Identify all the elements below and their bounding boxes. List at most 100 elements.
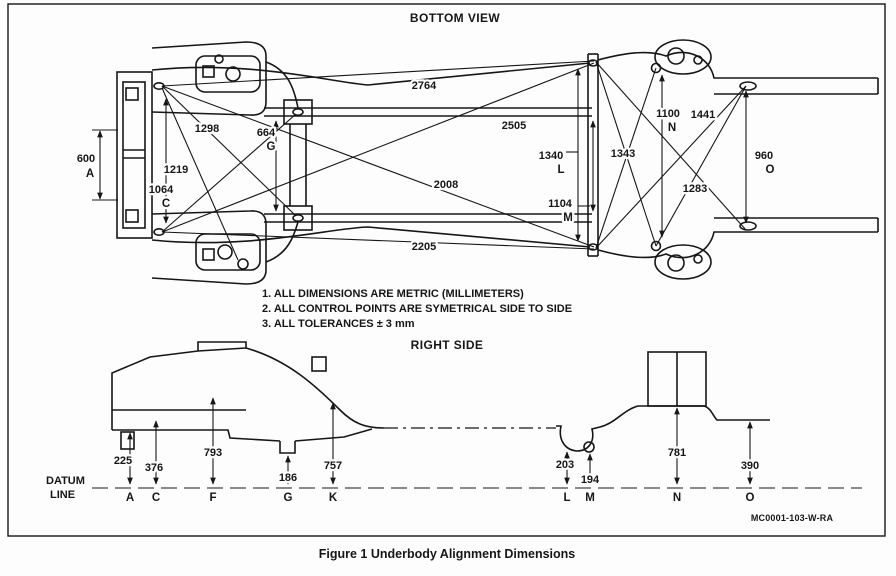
- wheel-housing-hole: [667, 254, 685, 272]
- notes-block: 1. ALL DIMENSIONS ARE METRIC (MILLIMETER…: [262, 288, 572, 330]
- upper-cross-hole-small: [214, 54, 224, 64]
- rear-body-bottom: [597, 231, 878, 259]
- hub-control-point: [650, 62, 662, 74]
- height-label-k: 757: [324, 460, 342, 472]
- dim-label-1100: 1100: [656, 108, 680, 120]
- point-label-o: O: [766, 164, 775, 176]
- body-edge-top: [151, 62, 591, 86]
- side-view-dimension-lines: [92, 397, 862, 489]
- g-point-notch: [279, 441, 296, 454]
- note-3: 3. ALL TOLERANCES ± 3 mm: [262, 318, 415, 330]
- wheel-housing-hole: [667, 47, 685, 65]
- height-label-a: 225: [114, 455, 132, 467]
- front-frame-hole-top: [125, 87, 139, 101]
- doc-code: MC0001-103-W-RA: [751, 513, 834, 523]
- upper-cross-plate: [195, 55, 261, 93]
- datum-label-word1: DATUM: [46, 475, 85, 487]
- note-1: 1. ALL DIMENSIONS ARE METRIC (MILLIMETER…: [262, 288, 524, 300]
- dim-line-rear-cross: [595, 61, 747, 231]
- datum-point-n: N: [673, 492, 681, 504]
- bottom-view-car-outline: [116, 39, 879, 285]
- datum-point-k: K: [329, 492, 338, 504]
- bottom-view-measurement-lines: [92, 60, 749, 261]
- control-point-hole: [292, 214, 304, 223]
- dim-label-2505: 2505: [502, 120, 526, 132]
- lower-cross-member: [151, 210, 267, 285]
- dim-label-1298: 1298: [195, 123, 219, 135]
- rear-body-top: [597, 51, 878, 79]
- dim-line-2505: [161, 62, 595, 233]
- dim-label-1064: 1064: [149, 184, 174, 196]
- torque-box-top: [283, 99, 313, 125]
- hub-control-point: [650, 240, 662, 252]
- height-label-n: 781: [668, 447, 686, 459]
- upper-cross-slot: [202, 65, 215, 78]
- dim-label-960: 960: [755, 150, 773, 162]
- datum-point-a: A: [126, 492, 134, 504]
- dim-line-rear-cross: [595, 67, 657, 249]
- wheel-housing-hole-small: [693, 254, 703, 264]
- body-edge-bottom: [151, 226, 591, 248]
- bottom-view-labels: 2764 2505 2008 2205 1298 1219 1064 C 600…: [75, 78, 777, 256]
- front-underbody: [112, 429, 281, 442]
- rear-rail-slot: [739, 81, 757, 91]
- datum-label-word2: LINE: [50, 489, 75, 501]
- dim-line-1441: [595, 85, 747, 249]
- dim-label-664: 664: [257, 127, 276, 139]
- front-frame-outer: [116, 71, 153, 239]
- dim-line-2205: [161, 231, 595, 250]
- point-label-c: C: [162, 198, 170, 210]
- datum-point-o: O: [746, 492, 755, 504]
- rear-rail-profile: [556, 405, 770, 452]
- dim-label-1441: 1441: [691, 109, 715, 121]
- note-2: 2. ALL CONTROL POINTS ARE SYMETRICAL SID…: [262, 303, 572, 315]
- height-label-c: 376: [145, 462, 163, 474]
- cowl-detail: [197, 341, 247, 351]
- dim-line-1343: [595, 61, 657, 247]
- dim-line-2008: [161, 85, 595, 248]
- point-label-l: L: [557, 164, 564, 176]
- right-side-title: RIGHT SIDE: [411, 338, 484, 352]
- point-label-g: G: [267, 141, 276, 153]
- height-label-l: 203: [556, 459, 574, 471]
- point-label-m: M: [563, 212, 573, 224]
- lower-cross-hole-small: [237, 258, 249, 270]
- height-label-f: 793: [204, 447, 222, 459]
- control-point-hole: [292, 108, 304, 117]
- lower-cross-slot: [202, 248, 215, 261]
- height-label-g: 186: [279, 472, 297, 484]
- dim-line-1219: [161, 87, 239, 261]
- dim-label-2205: 2205: [412, 241, 436, 253]
- section-marker: [311, 356, 327, 372]
- datum-point-c: C: [152, 492, 160, 504]
- bottom-view-title: BOTTOM VIEW: [410, 11, 500, 25]
- dim-line-2764: [161, 60, 595, 87]
- side-view-labels: DATUM LINE 225 376 793 186 757 203 194 7…: [46, 445, 761, 507]
- dim-label-1219: 1219: [164, 164, 188, 176]
- dim-label-1343: 1343: [611, 148, 635, 160]
- upper-cross-member: [151, 41, 267, 116]
- upper-cross-hole: [225, 66, 241, 82]
- figure-caption: Figure 1 Underbody Alignment Dimensions: [319, 547, 576, 561]
- datum-point-m: M: [585, 492, 595, 504]
- wheel-housing-top: [654, 39, 712, 75]
- front-bumper-bracket: [120, 431, 135, 450]
- datum-point-f: F: [209, 492, 216, 504]
- side-view-drawing: [111, 341, 770, 454]
- dim-label-2008: 2008: [434, 179, 458, 191]
- dim-label-2764: 2764: [412, 80, 437, 92]
- height-label-o: 390: [741, 460, 759, 472]
- dim-label-1340: 1340: [539, 150, 563, 162]
- lower-cross-hole: [217, 244, 233, 260]
- lower-cross-plate: [195, 233, 261, 271]
- front-frame-inner: [122, 81, 146, 229]
- front-frame-hole-bottom: [125, 209, 139, 223]
- point-label-n: N: [668, 122, 676, 134]
- wheel-housing-bottom: [654, 244, 712, 280]
- body-sweep: [245, 347, 385, 429]
- dim-label-1283: 1283: [683, 183, 707, 195]
- dim-label-1104: 1104: [548, 198, 573, 210]
- m-point-hole: [583, 441, 595, 453]
- front-underbody: [294, 428, 373, 442]
